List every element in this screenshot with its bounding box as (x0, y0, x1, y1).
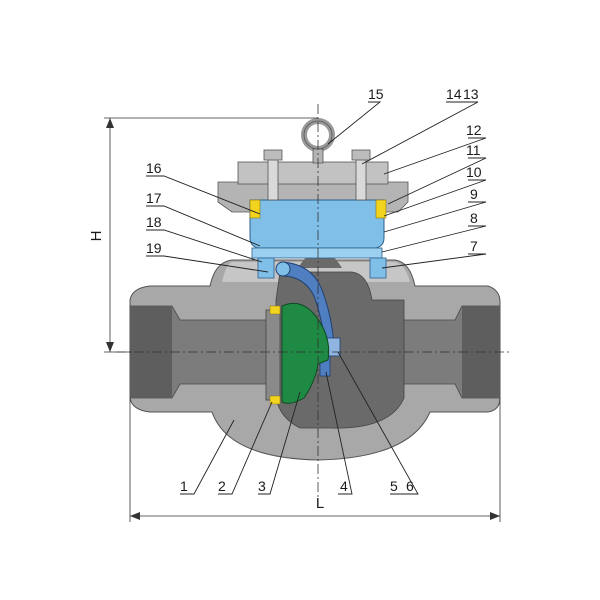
dimension-l-label: L (316, 495, 324, 512)
part-label-19: 19 (146, 240, 162, 256)
part-label-11: 11 (466, 142, 481, 158)
seat-gasket-top (269, 305, 281, 315)
dimension-h-label: H (88, 231, 105, 242)
part-label-1: 1 (180, 478, 188, 494)
part-label-12: 12 (466, 122, 482, 138)
gasket-left (249, 199, 261, 219)
stud-bolt-right (351, 149, 371, 201)
bonnet-lower-step (251, 247, 383, 259)
part-label-6: 6 (406, 478, 414, 494)
part-label-13: 13 (463, 86, 479, 102)
seat-ring (265, 309, 281, 401)
part-label-8: 8 (470, 210, 478, 226)
part-label-5: 5 (390, 478, 398, 494)
part-label-7: 7 (470, 238, 478, 254)
dimension-h (104, 117, 318, 353)
part-label-3: 3 (258, 478, 266, 494)
stud-bolt-left (263, 149, 283, 201)
gasket-right (375, 199, 387, 219)
part-label-9: 9 (470, 186, 478, 202)
part-label-2: 2 (218, 478, 226, 494)
part-label-16: 16 (146, 160, 162, 176)
part-label-14: 14 (446, 86, 462, 102)
hinge-retainer-right (369, 257, 387, 279)
hinge-retainer-left (257, 257, 275, 279)
part-label-4: 4 (340, 478, 348, 494)
part-label-15: 15 (368, 86, 384, 102)
seat-gasket-bottom (269, 395, 281, 405)
leader-lines (146, 101, 487, 495)
hinge-pin (275, 261, 291, 277)
dimension-l (129, 398, 501, 522)
part-label-18: 18 (146, 214, 162, 230)
bonnet-cover (249, 199, 385, 249)
part-label-17: 17 (146, 190, 162, 206)
part-label-10: 10 (466, 164, 482, 180)
